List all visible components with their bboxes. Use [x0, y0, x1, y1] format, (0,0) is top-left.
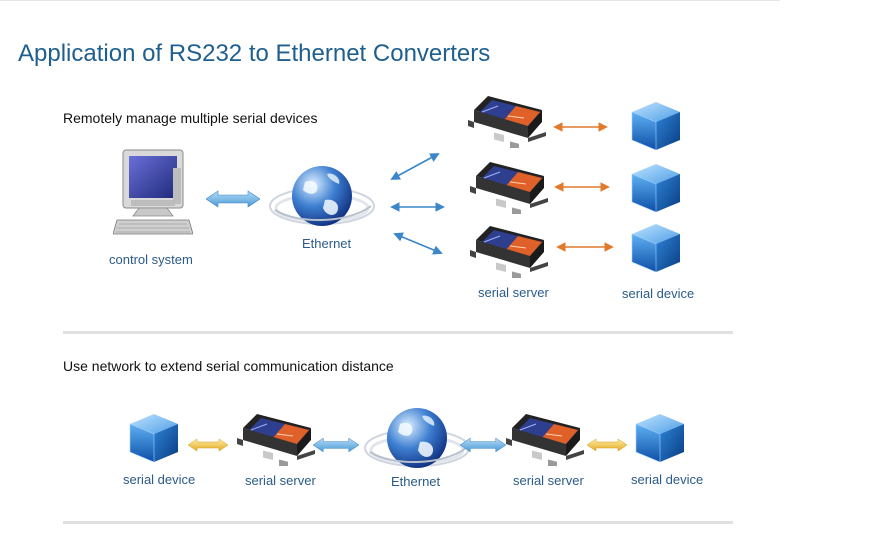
section-divider: [63, 521, 733, 524]
section2-subtitle: Use network to extend serial communicati…: [63, 358, 394, 374]
serial-server-icon: [506, 410, 586, 466]
section1-subtitle: Remotely manage multiple serial devices: [63, 110, 318, 126]
cube-icon: [630, 162, 682, 214]
serial-server-label-left: serial server: [245, 473, 316, 488]
ethernet-label-2: Ethernet: [391, 474, 441, 489]
double-arrow-icon: [390, 153, 440, 180]
serial-arrows: [553, 122, 614, 252]
cube-icon: [630, 222, 682, 274]
globe-icon: [267, 160, 377, 240]
serial-server-icon: [470, 222, 550, 278]
serial-device-label-right: serial device: [631, 472, 704, 487]
top-border: [0, 0, 780, 1]
double-arrow-icon: [206, 190, 260, 208]
serial-server-icon: [470, 158, 550, 214]
cube-icon: [634, 412, 686, 464]
serial-device-label: serial device: [622, 286, 695, 301]
serial-server-icon: [468, 92, 548, 148]
cube-icon: [630, 100, 682, 152]
cube-icon: [128, 412, 180, 464]
double-arrow-icon: [188, 438, 228, 452]
globe-icon: [362, 402, 472, 482]
serial-server-icon: [237, 410, 317, 466]
double-arrow-icon: [587, 438, 627, 452]
ethernet-label: Ethernet: [302, 236, 352, 251]
serial-server-label: serial server: [478, 285, 549, 300]
ethernet-arrows: [390, 153, 445, 255]
double-arrow-icon: [460, 437, 506, 453]
computer-icon: [113, 148, 193, 238]
double-arrow-icon: [393, 232, 443, 255]
control-system-label: control system: [109, 252, 193, 267]
serial-device-label-left: serial device: [123, 472, 196, 487]
section-divider: [63, 331, 733, 334]
double-arrow-icon: [313, 437, 359, 453]
serial-server-label-right: serial server: [513, 473, 584, 488]
page-title: Application of RS232 to Ethernet Convert…: [18, 40, 491, 67]
